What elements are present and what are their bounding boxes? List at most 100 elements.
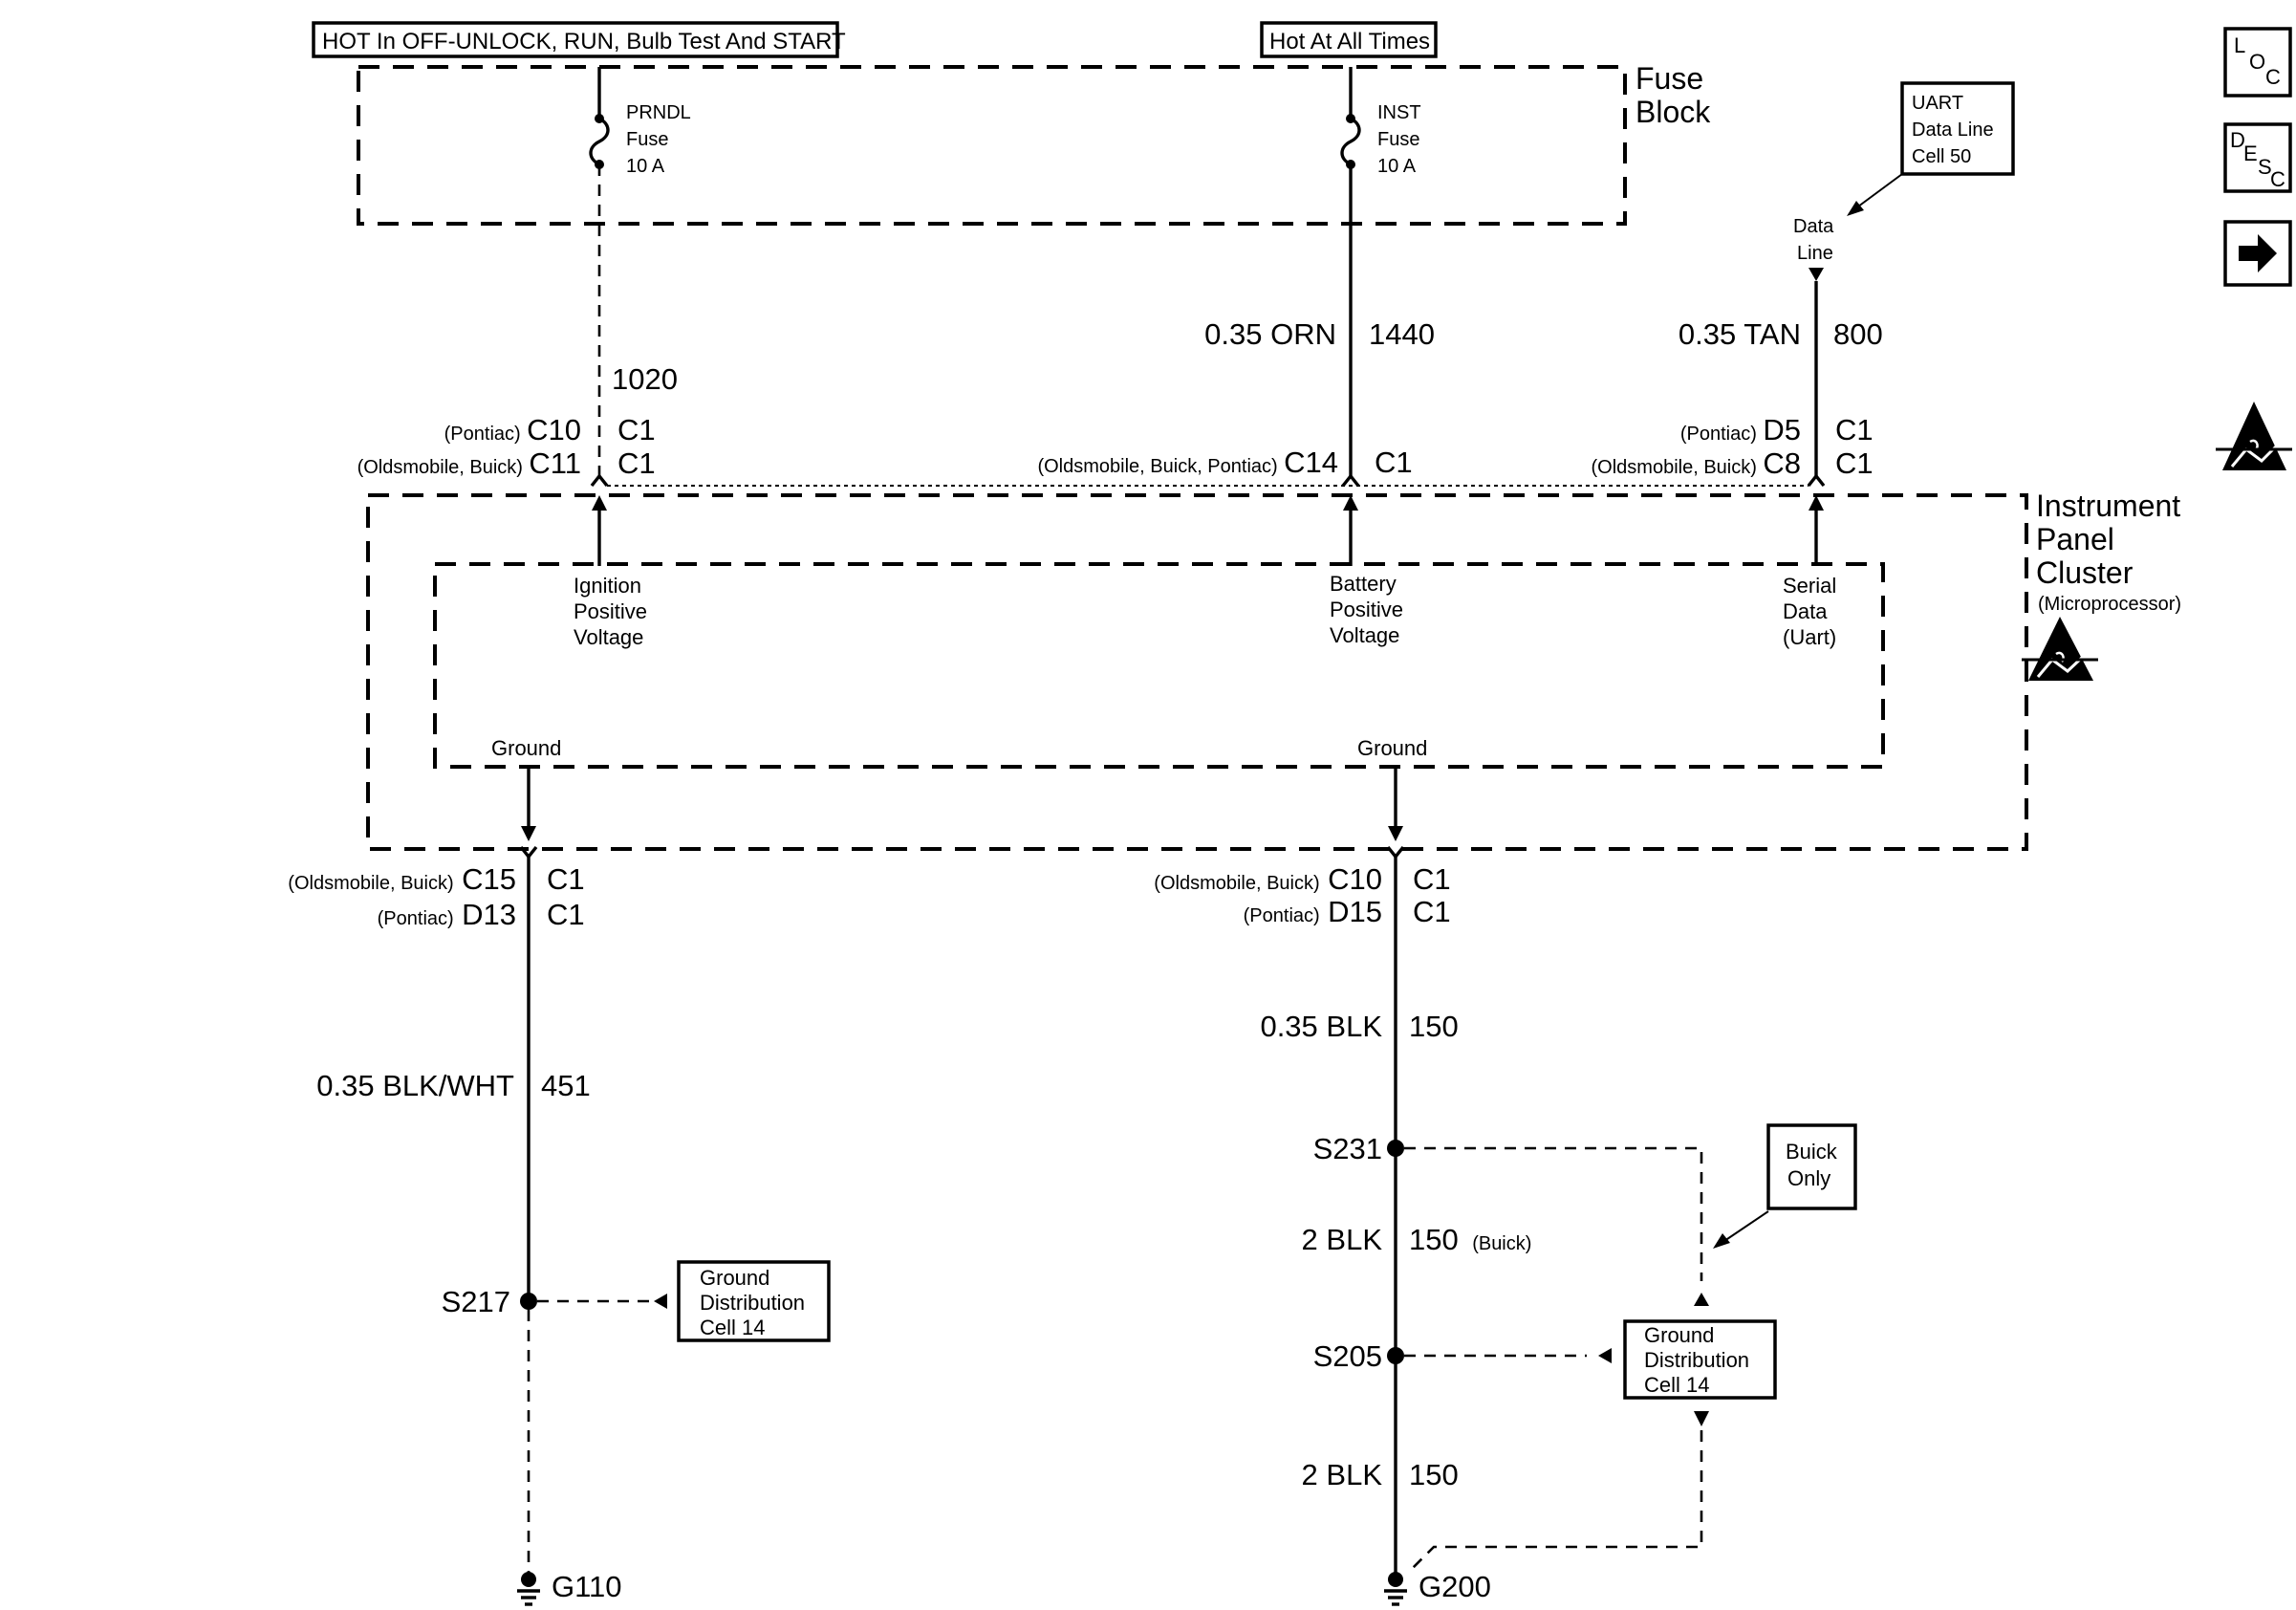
ipc-title-3: Cluster (2036, 555, 2134, 590)
s217-ref-arrow (654, 1294, 667, 1309)
ground-left-output (519, 767, 538, 859)
data-line-arrow (1809, 268, 1824, 281)
ser-label-3: (Uart) (1783, 625, 1836, 649)
inst-connector-chevron (1341, 473, 1360, 488)
gnd1-conn-b-pin: D13 (462, 898, 516, 931)
inst-fuse-label-1: INST (1377, 102, 1421, 123)
g200-label: G200 (1419, 1570, 1491, 1603)
gnd2-conn-a-note: (Oldsmobile, Buick) (1154, 873, 1319, 894)
gnd2-conn-a-pin: C10 (1328, 862, 1382, 896)
gnd2-conn-row1: (Oldsmobile, Buick) C10 (1154, 862, 1382, 896)
ipc-title-2: Panel (2036, 522, 2114, 556)
uart-ref-line-2: Data Line (1912, 120, 1994, 141)
buick-only-pointer (1723, 1210, 1769, 1242)
gnd1-conn-a-c1: C1 (547, 862, 585, 896)
gd-right-line-1: Ground (1644, 1323, 1714, 1347)
loc-button[interactable]: L O C (2223, 27, 2292, 98)
prndl-fuse-label-2: Fuse (626, 129, 668, 150)
inst-conn-note: (Oldsmobile, Buick, Pontiac) (1037, 456, 1277, 477)
prndl-conn-b-note: (Oldsmobile, Buick) (357, 457, 523, 478)
ground1-circuit-number: 451 (541, 1069, 591, 1102)
gnd1-conn-a-pin: C15 (462, 862, 516, 896)
desc-d: D (2230, 128, 2245, 152)
ser-input-arrow (1809, 495, 1824, 566)
next-button[interactable] (2223, 220, 2292, 287)
inst-fuse-label-2: Fuse (1377, 129, 1419, 150)
uart-pointer-arrow (1847, 201, 1864, 216)
gnd1-conn-row2: (Pontiac) D13 (378, 898, 516, 931)
uart-ref-line-3: Cell 50 (1912, 146, 1971, 167)
hot-all-times-text: Hot At All Times (1269, 29, 1430, 54)
ipc-ground-left-label: Ground (491, 736, 561, 760)
ground2b-note: (Buick) (1472, 1233, 1531, 1254)
ipc-inner-outline (433, 562, 1885, 769)
g110-ground-symbol (517, 1572, 540, 1606)
gd-right-line-2: Distribution (1644, 1348, 1749, 1372)
ground2c-circuit-number: 150 (1409, 1458, 1459, 1491)
fuse-block-outline (357, 65, 1627, 226)
ign-label-1: Ignition (574, 574, 641, 598)
uart-reference-box: UART Data Line Cell 50 (1900, 81, 2015, 176)
prndl-conn-a-c1: C1 (617, 413, 656, 446)
hot-all-times-label: Hot At All Times (1260, 21, 1438, 58)
s231-label: S231 (1313, 1132, 1382, 1165)
loc-l: L (2234, 33, 2245, 57)
data-line-label-2: Line (1797, 243, 1833, 264)
gnd1-conn-b-c1: C1 (547, 898, 585, 931)
ground2-wire-gauge: 0.35 BLK (1260, 1010, 1382, 1043)
data-connector-chevron (1807, 473, 1826, 488)
data-conn-b-note: (Oldsmobile, Buick) (1592, 457, 1757, 478)
data-conn-b-pin: C8 (1763, 446, 1801, 480)
gd-left-line-3: Cell 14 (700, 1316, 765, 1339)
ser-label-2: Data (1783, 599, 1828, 623)
prndl-conn-b-c1: C1 (617, 446, 656, 480)
gd-right-line-3: Cell 14 (1644, 1373, 1709, 1397)
ipc-ground-right-label: Ground (1357, 736, 1427, 760)
prndl-connector-chevron (590, 473, 609, 488)
ipc-outer-outline (366, 493, 2028, 851)
gd-right-lower-arrow (1694, 1411, 1709, 1426)
fuse-block-title-1: Fuse (1635, 61, 1703, 96)
gnd1-conn-a-note: (Oldsmobile, Buick) (288, 873, 453, 894)
gnd1-conn-row1: (Oldsmobile, Buick) C15 (288, 862, 516, 896)
gnd2-conn-row2: (Pontiac) D15 (1244, 895, 1382, 928)
desc-s: S (2258, 155, 2272, 179)
data-conn-a-pin: D5 (1763, 413, 1801, 446)
prndl-conn-b-pin: C11 (529, 446, 581, 480)
data-line-label-1: Data (1793, 216, 1834, 237)
inst-conn-row: (Oldsmobile, Buick, Pontiac) C14 (1037, 446, 1338, 479)
fuse-block-title-2: Block (1635, 95, 1711, 129)
ign-input-arrow (592, 495, 607, 566)
ground2b-circuit-row: 150 (Buick) (1409, 1223, 1531, 1256)
ground2b-wire-gauge: 2 BLK (1302, 1223, 1383, 1256)
data-wire-gauge: 0.35 TAN (1679, 317, 1801, 351)
uart-pointer-line (1857, 173, 1903, 207)
bat-label-2: Positive (1330, 598, 1403, 621)
ipc-title-1: Instrument (2036, 489, 2180, 523)
ground-distribution-ref-left: Ground Distribution Cell 14 (677, 1260, 831, 1342)
inst-fuse (1340, 67, 1361, 169)
desc-button[interactable]: D E S C (2223, 122, 2292, 193)
hot-run-text: HOT In OFF-UNLOCK, RUN, Bulb Test And ST… (322, 29, 846, 54)
loc-c: C (2265, 65, 2281, 89)
prndl-conn-row1: (Pontiac) C10 (444, 413, 581, 446)
data-conn-a-c1: C1 (1835, 413, 1874, 446)
desc-e: E (2243, 141, 2258, 165)
gnd1-conn-b-note: (Pontiac) (378, 908, 454, 929)
buick-only-box: Buick Only (1766, 1123, 1857, 1210)
prndl-fuse-label-3: 10 A (626, 156, 665, 177)
uart-ref-line-1: UART (1912, 93, 1963, 114)
bat-label-3: Voltage (1330, 623, 1399, 647)
gnd2-conn-b-note: (Pontiac) (1244, 905, 1320, 926)
ground2c-wire-gauge: 2 BLK (1302, 1458, 1383, 1491)
g200-ground-symbol (1384, 1572, 1407, 1606)
inst-wire-gauge: 0.35 ORN (1204, 317, 1336, 351)
desc-c: C (2270, 167, 2285, 191)
ground1-wire-gauge: 0.35 BLK/WHT (316, 1069, 514, 1102)
s231-buick-branch (1404, 1146, 1703, 1281)
ground2-circuit-number: 150 (1409, 1010, 1459, 1043)
prndl-circuit-number: 1020 (612, 362, 678, 396)
s205-splice (1387, 1347, 1404, 1364)
prndl-fuse-label-1: PRNDL (626, 102, 691, 123)
